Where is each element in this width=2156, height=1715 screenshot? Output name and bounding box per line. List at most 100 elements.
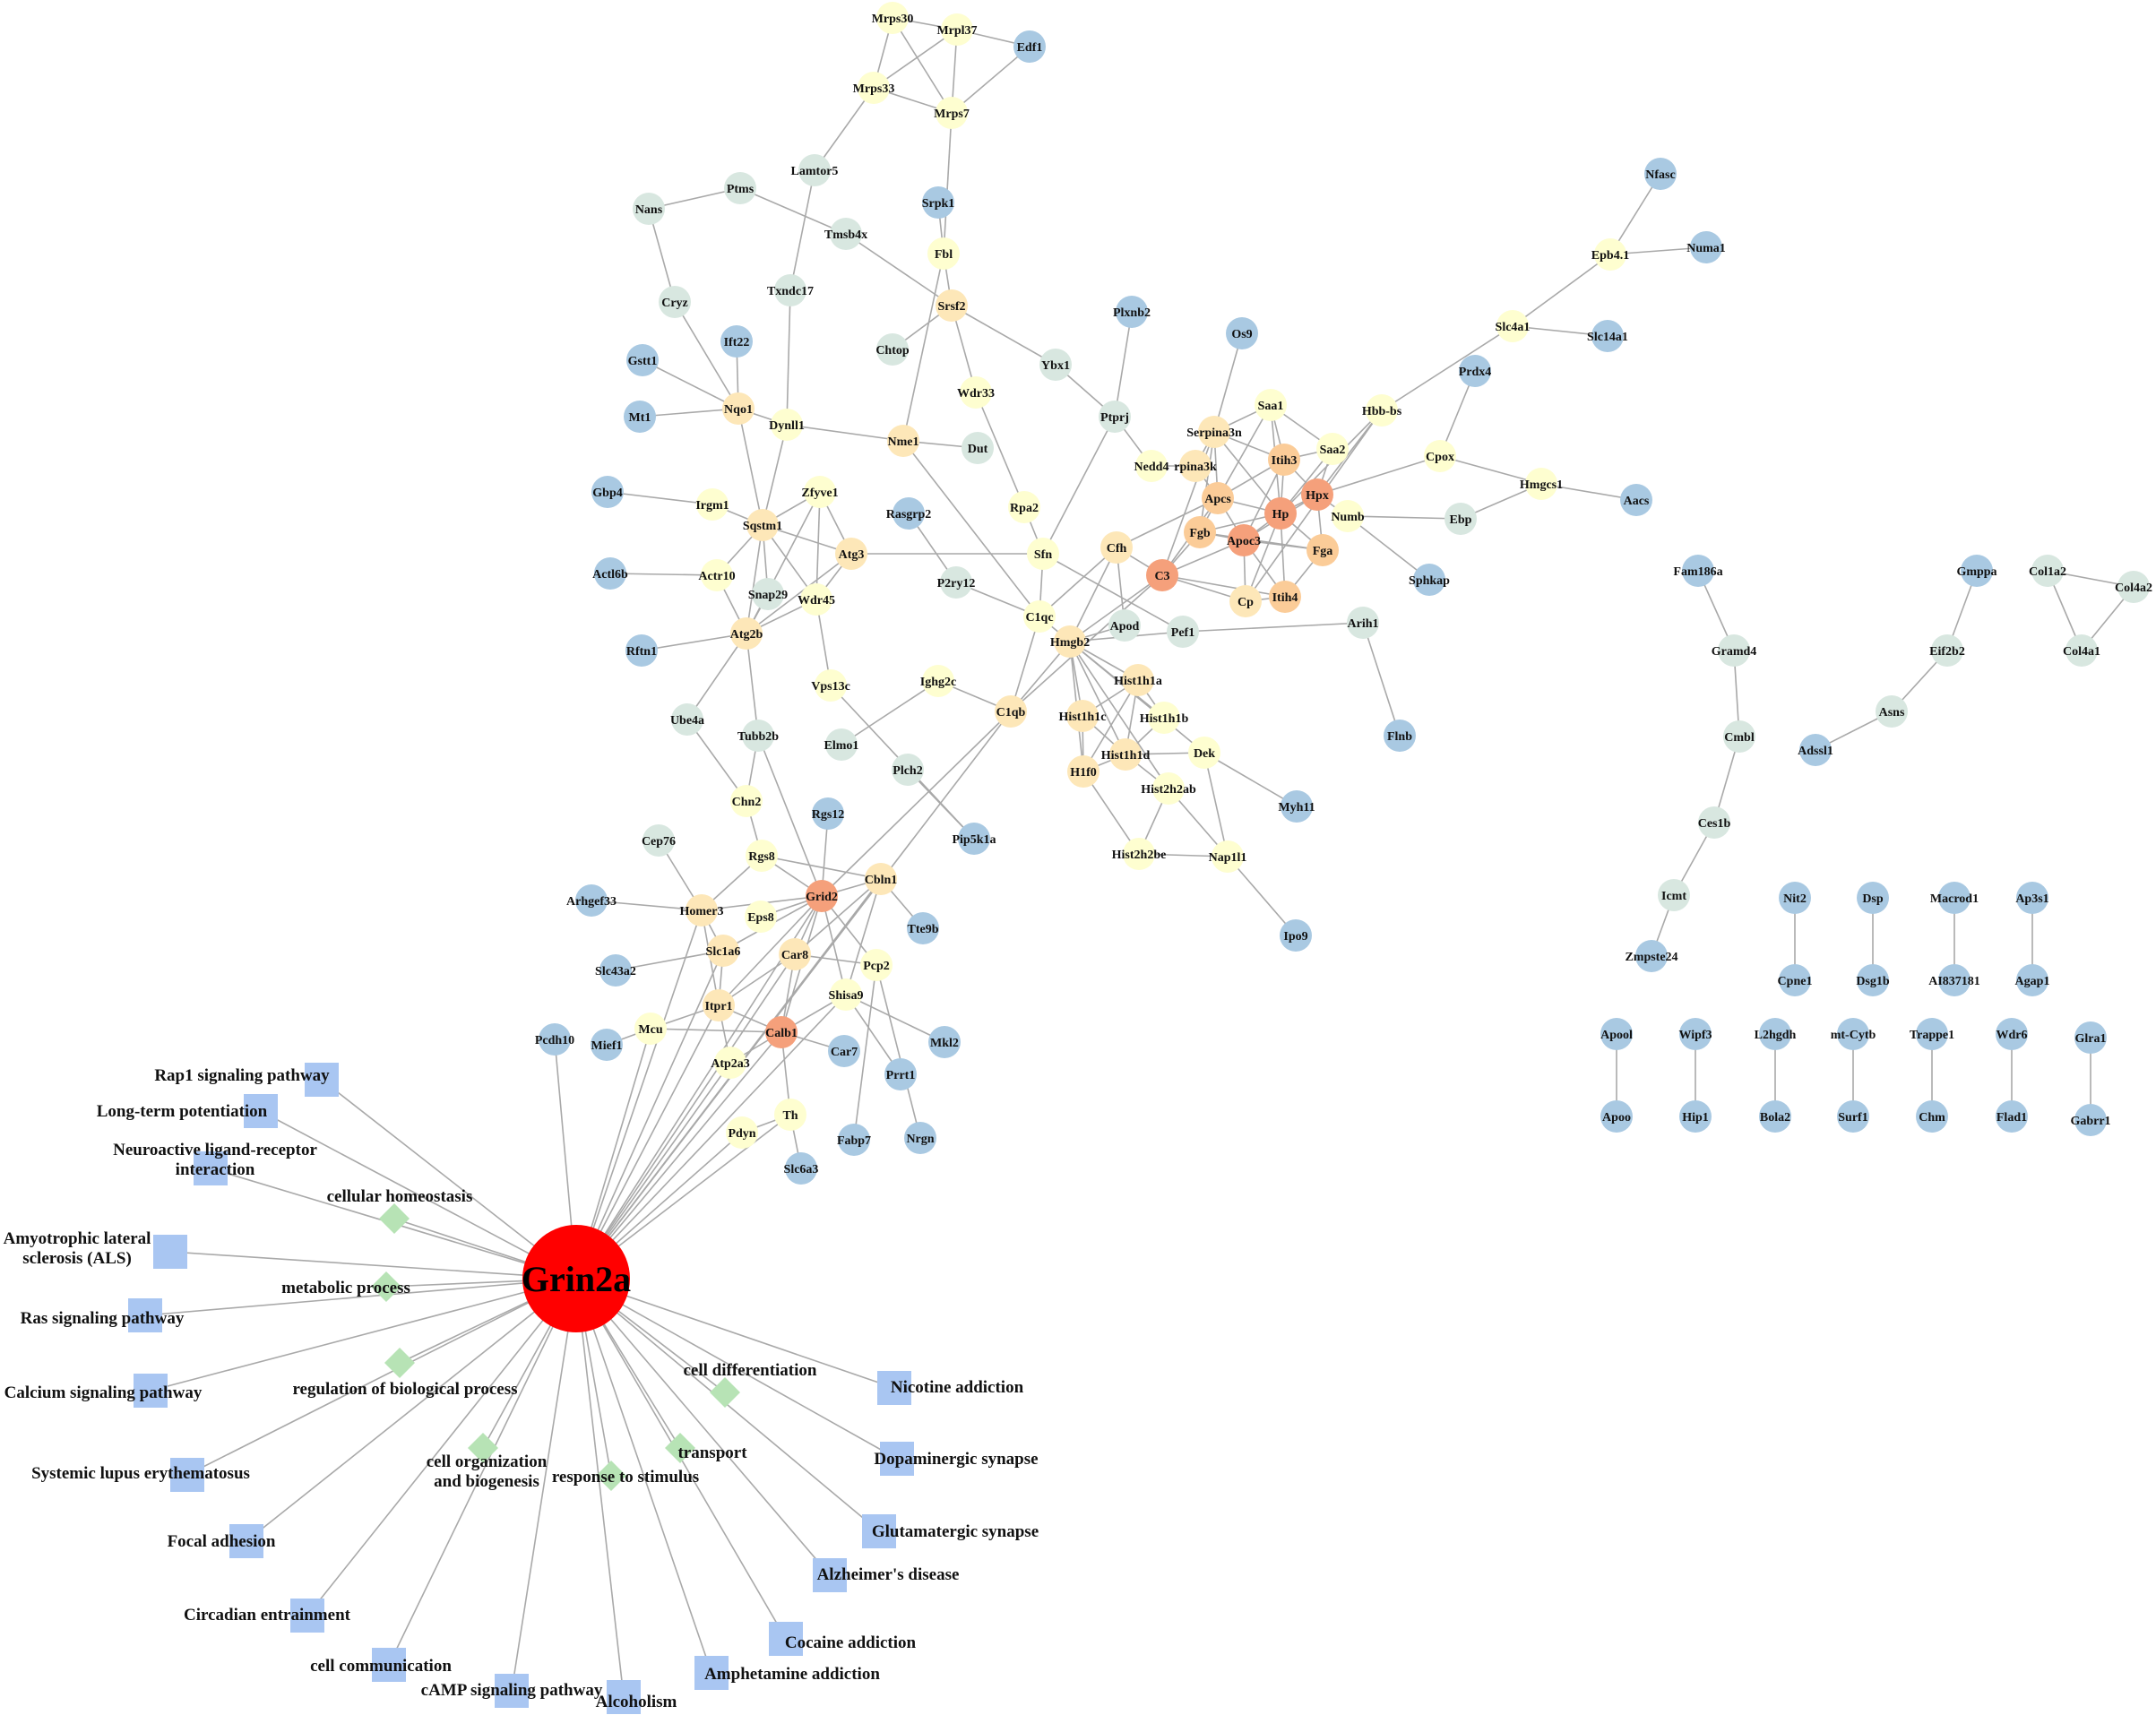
- node-icmt[interactable]: [1658, 879, 1690, 911]
- kegg-node-focal-adhesion[interactable]: [229, 1524, 263, 1558]
- node-hist1h1c[interactable]: [1066, 700, 1099, 732]
- node-hip1[interactable]: [1679, 1100, 1712, 1133]
- hub-node-grin2a[interactable]: [522, 1225, 630, 1332]
- node-os9[interactable]: [1226, 317, 1258, 349]
- node-hbb-bs[interactable]: [1366, 394, 1398, 427]
- node-cbln1[interactable]: [865, 863, 897, 895]
- node-gramd4[interactable]: [1718, 634, 1750, 667]
- node-fgb[interactable]: [1184, 516, 1216, 548]
- node-slc1a6[interactable]: [707, 935, 739, 967]
- node-tmsb4x[interactable]: [830, 218, 862, 250]
- node-cmbl[interactable]: [1723, 720, 1755, 753]
- node-hist1h1b[interactable]: [1148, 702, 1180, 734]
- node-mrps7[interactable]: [936, 97, 968, 129]
- node-nme1[interactable]: [887, 425, 919, 457]
- node-col1a2[interactable]: [2031, 555, 2064, 587]
- node-mief1[interactable]: [591, 1029, 623, 1061]
- node-surf1[interactable]: [1837, 1100, 1869, 1133]
- node-saa1[interactable]: [1255, 389, 1287, 421]
- node-gstt1[interactable]: [626, 344, 659, 376]
- node-homer3[interactable]: [686, 894, 718, 926]
- go-node-cell-organization-and-biogenesis[interactable]: [468, 1433, 498, 1463]
- node-hmgcs1[interactable]: [1525, 468, 1557, 500]
- node-agap1[interactable]: [2016, 964, 2048, 996]
- node-serpina3n[interactable]: [1198, 416, 1230, 448]
- node-ptms[interactable]: [724, 172, 756, 204]
- kegg-node-ras-signaling-pathway[interactable]: [128, 1298, 162, 1332]
- node-nqo1[interactable]: [722, 392, 755, 425]
- node-edf1[interactable]: [1013, 30, 1046, 63]
- kegg-node-alcoholism[interactable]: [607, 1680, 641, 1714]
- node-ipo9[interactable]: [1280, 919, 1312, 952]
- node-actl6b[interactable]: [594, 557, 626, 590]
- kegg-node-rap1-signaling-pathway[interactable]: [305, 1063, 339, 1097]
- node-snap29[interactable]: [752, 578, 784, 610]
- node-aacs[interactable]: [1620, 484, 1652, 516]
- node-c1qb[interactable]: [995, 695, 1027, 728]
- node-c1qc[interactable]: [1023, 600, 1056, 633]
- node-zfyve1[interactable]: [804, 476, 836, 508]
- node-dut[interactable]: [962, 432, 994, 464]
- go-node-transport[interactable]: [665, 1433, 695, 1463]
- node-mkl2[interactable]: [928, 1026, 961, 1058]
- node-apool[interactable]: [1600, 1018, 1633, 1050]
- node-rpa2[interactable]: [1008, 491, 1040, 523]
- node-rasgrp2[interactable]: [893, 497, 925, 530]
- kegg-node-dopaminergic-synapse[interactable]: [880, 1442, 914, 1476]
- node-numa1[interactable]: [1690, 231, 1722, 263]
- node-car8[interactable]: [779, 938, 811, 970]
- kegg-node-long-term-potentiation[interactable]: [244, 1094, 278, 1128]
- node-numb[interactable]: [1332, 500, 1364, 532]
- node-cryz[interactable]: [659, 286, 691, 318]
- node-itpr1[interactable]: [703, 989, 735, 1021]
- node-grid2[interactable]: [806, 880, 838, 912]
- node-c3[interactable]: [1146, 559, 1178, 591]
- node-cpox[interactable]: [1424, 440, 1456, 472]
- node-eps8[interactable]: [745, 901, 777, 933]
- node-asns[interactable]: [1876, 695, 1908, 728]
- node-wdr33[interactable]: [960, 376, 992, 409]
- node-pef1[interactable]: [1167, 616, 1199, 648]
- node-gmppa[interactable]: [1961, 555, 1993, 587]
- kegg-node-glutamatergic-synapse[interactable]: [862, 1514, 896, 1548]
- node-zmpste24[interactable]: [1635, 940, 1668, 972]
- node-prrt1[interactable]: [884, 1058, 917, 1090]
- node-arih1[interactable]: [1347, 607, 1379, 639]
- node-cpne1[interactable]: [1779, 964, 1811, 996]
- node-srsf2[interactable]: [936, 289, 968, 322]
- go-node-cellular-homeostasis[interactable]: [379, 1203, 410, 1234]
- node-th[interactable]: [774, 1099, 806, 1131]
- node-rftn1[interactable]: [625, 634, 658, 667]
- node-ybx1[interactable]: [1039, 349, 1072, 381]
- node-dsg1b[interactable]: [1857, 964, 1889, 996]
- kegg-node-circadian-entrainment[interactable]: [290, 1599, 324, 1633]
- kegg-node-camp-signaling-pathway[interactable]: [495, 1674, 529, 1708]
- node-pcp2[interactable]: [860, 949, 893, 981]
- node-ighg2c[interactable]: [922, 665, 954, 697]
- node-lamtor5[interactable]: [798, 154, 831, 186]
- node-mt1[interactable]: [624, 401, 656, 433]
- go-node-metabolic-process[interactable]: [371, 1271, 401, 1302]
- node-ai837181[interactable]: [1938, 964, 1971, 996]
- node-macrod1[interactable]: [1938, 882, 1971, 914]
- node-rgs8[interactable]: [746, 840, 778, 872]
- node-apoc3[interactable]: [1228, 524, 1260, 556]
- node-chn2[interactable]: [730, 785, 763, 817]
- node-vps13c[interactable]: [815, 669, 847, 702]
- node-car7[interactable]: [828, 1035, 860, 1067]
- node-itih4[interactable]: [1269, 581, 1301, 613]
- kegg-node-neuroactive-ligand-receptor-interaction[interactable]: [194, 1151, 228, 1185]
- node-epb4-1[interactable]: [1594, 238, 1626, 271]
- node-slc6a3[interactable]: [785, 1152, 817, 1185]
- node-atg2b[interactable]: [730, 617, 763, 650]
- node-chtop[interactable]: [876, 333, 909, 366]
- node-elmo1[interactable]: [825, 728, 858, 761]
- node-wipf3[interactable]: [1679, 1018, 1712, 1050]
- node-flnb[interactable]: [1384, 720, 1416, 752]
- node-plch2[interactable]: [892, 754, 924, 786]
- node-prdx4[interactable]: [1459, 355, 1491, 387]
- node-sphkap[interactable]: [1413, 564, 1445, 596]
- go-node-cell-differentiation[interactable]: [710, 1377, 740, 1408]
- node-eif2b2[interactable]: [1931, 634, 1963, 667]
- node-apod[interactable]: [1108, 609, 1141, 642]
